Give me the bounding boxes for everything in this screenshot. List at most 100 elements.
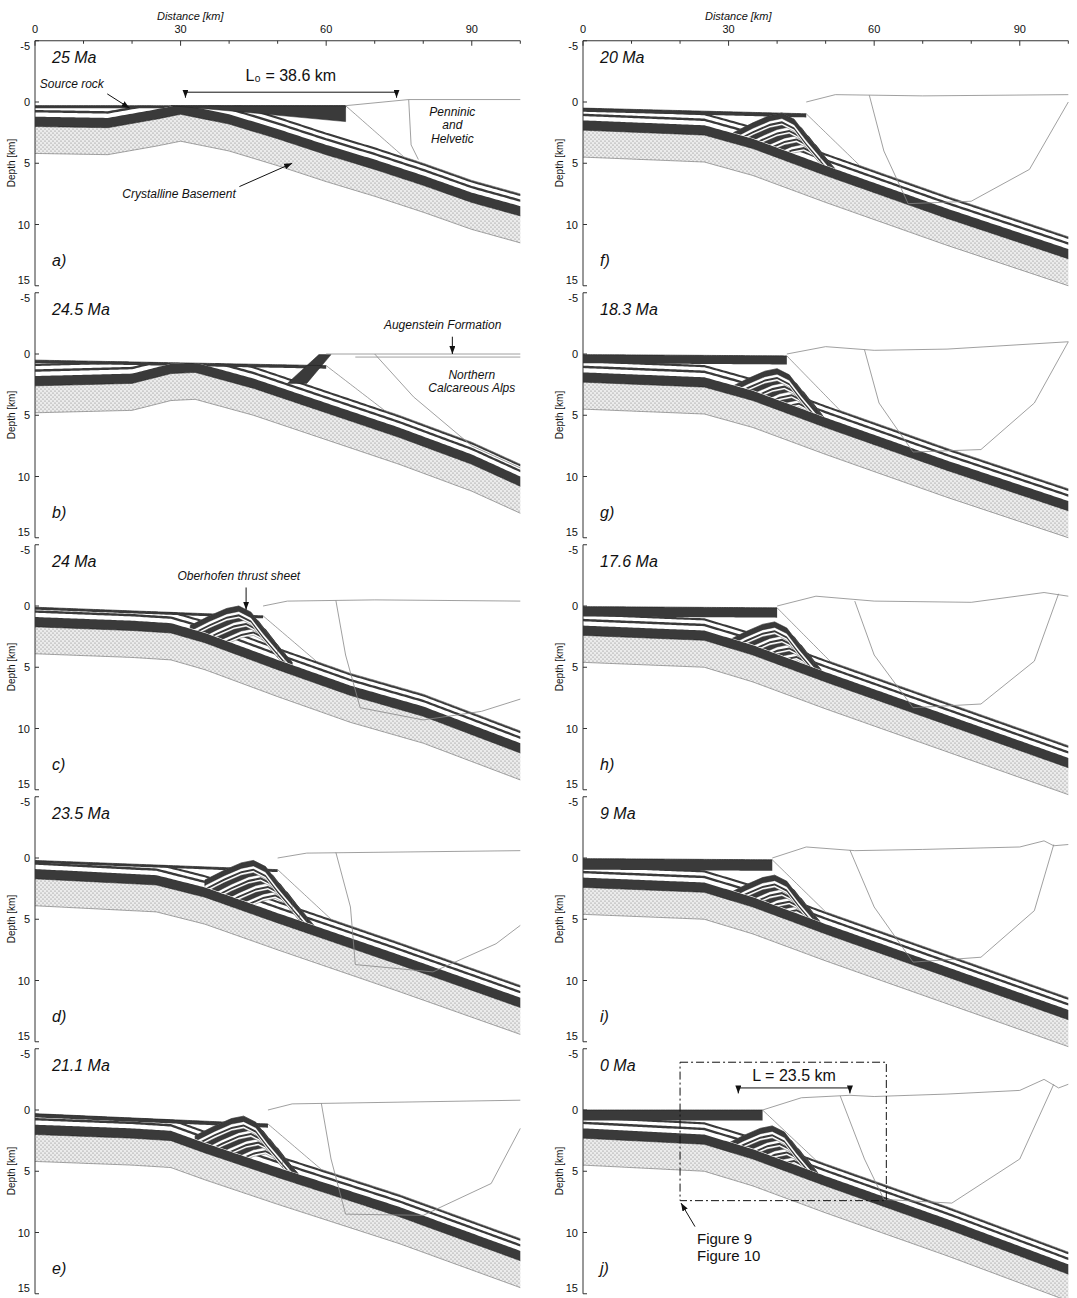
basement-base-line [583, 157, 1068, 286]
orogen-surface-line [772, 841, 1068, 858]
thrust-sheet-layer [724, 1126, 811, 1171]
mesozoic-layer [583, 372, 1068, 510]
axis-tick-label: 0 [580, 23, 586, 36]
annotation-label: Source rock [40, 78, 104, 92]
depth-tick [583, 415, 587, 416]
axis-tick-label: 30 [174, 23, 186, 36]
distance-tick [229, 41, 230, 44]
axis-tick-label: -5 [20, 292, 30, 305]
depth-tick [35, 919, 39, 920]
orogen-surface-line [763, 1079, 1069, 1110]
thin-layer [583, 613, 1068, 748]
time-label: 21.1 Ma [52, 1057, 110, 1075]
depth-tick [583, 354, 587, 355]
thrust-sheet-fill [726, 875, 813, 926]
cross-section-panel [583, 797, 1068, 1047]
depth-tick [35, 537, 39, 538]
thrust-sheet-layer [729, 377, 816, 418]
thrust-sheet-fill [748, 648, 835, 699]
axis-tick-label: 0 [572, 600, 578, 613]
panel-letter: h) [600, 756, 614, 774]
panel-letter: j) [600, 1260, 609, 1278]
axis-tick-label: 5 [24, 409, 30, 422]
axis-title: Depth [km] [6, 643, 18, 691]
distance-tick [83, 41, 84, 44]
orogen-base-line [763, 1110, 1069, 1252]
crystalline-basement [583, 1138, 1068, 1298]
depth-tick [583, 1041, 587, 1042]
orogen-base-line [806, 114, 1068, 237]
axis-tick-label: 10 [18, 722, 30, 735]
depth-tick [35, 415, 39, 416]
foreland-fill [583, 859, 1068, 1047]
axis-title: Depth [km] [554, 643, 566, 691]
panel-letter: g) [600, 504, 614, 522]
axis-tick-label: 0 [24, 852, 30, 865]
depth-tick [583, 224, 587, 225]
foreland-fill [583, 355, 1068, 538]
axis-tick-label: 60 [320, 23, 332, 36]
unit-boundary-line [375, 354, 521, 468]
depth-tick [35, 1293, 39, 1294]
depth-tick [35, 796, 39, 797]
basement-top-line [583, 130, 1068, 259]
orogen-base-line [268, 1124, 520, 1239]
axis-tick-label: -5 [20, 544, 30, 557]
thrust-sheet-layer [748, 901, 835, 946]
cross-section-panel [583, 293, 1068, 538]
leader-arrow [239, 163, 292, 186]
depth-tick [583, 476, 587, 477]
unit-label: Northern Calcareous Alps [422, 369, 522, 397]
depth-tick [583, 292, 587, 293]
depth-tick [35, 476, 39, 477]
axis-title: Depth [km] [554, 391, 566, 439]
depth-tick [35, 285, 39, 286]
axis-tick-label: -5 [568, 40, 578, 53]
dimension-bar [185, 92, 396, 93]
axis-tick-label: 10 [566, 1226, 578, 1239]
unit-boundary-line [336, 852, 355, 964]
orogen-surface-line [777, 593, 1068, 606]
leader-arrow [107, 94, 129, 108]
distance-tick [471, 41, 472, 46]
depth-tick [35, 789, 39, 790]
basement-base-line [35, 399, 520, 513]
depth-tick [583, 285, 587, 286]
thrust-sheet-fill [190, 606, 277, 657]
distance-tick [374, 41, 375, 44]
panel-letter: b) [52, 504, 66, 522]
depth-tick [583, 544, 587, 545]
time-label: 18.3 Ma [600, 301, 658, 319]
depth-tick [35, 858, 39, 859]
depth-tick [583, 163, 587, 164]
thrust-sheet-layer [726, 630, 813, 671]
thin-layer [583, 1122, 1068, 1260]
axis-title: Depth [km] [554, 895, 566, 943]
unit-boundary-line [908, 102, 1068, 204]
thrust-stack [724, 1126, 833, 1203]
thrust-sheet-fill [726, 622, 813, 673]
thrust-sheet-layer [724, 1134, 811, 1175]
axis-title: Depth [km] [6, 895, 18, 943]
thin-layer [583, 619, 1068, 754]
unit-boundary-line [336, 600, 360, 707]
axis-tick-label: 10 [18, 218, 30, 231]
thrust-stack [729, 369, 838, 446]
depth-tick [583, 796, 587, 797]
thrust-sheet-layer [743, 386, 830, 431]
dimension-tick [185, 92, 186, 98]
cross-section-panel [583, 41, 1068, 286]
depth-tick [35, 1232, 39, 1233]
cross-section-panel [35, 1049, 520, 1294]
depth-tick [35, 980, 39, 981]
axis-tick-label: 10 [566, 470, 578, 483]
panel-letter: c) [52, 756, 65, 774]
thrust-stack [733, 113, 842, 190]
distance-tick [825, 41, 826, 44]
thrust-sheet-layer [748, 656, 835, 697]
unit-boundary-line [409, 100, 419, 160]
thrust-sheet-layer [205, 869, 292, 910]
leader-arrow [246, 587, 247, 609]
thrust-sheet-layer [195, 1124, 282, 1165]
unit-boundary-line [355, 357, 520, 358]
